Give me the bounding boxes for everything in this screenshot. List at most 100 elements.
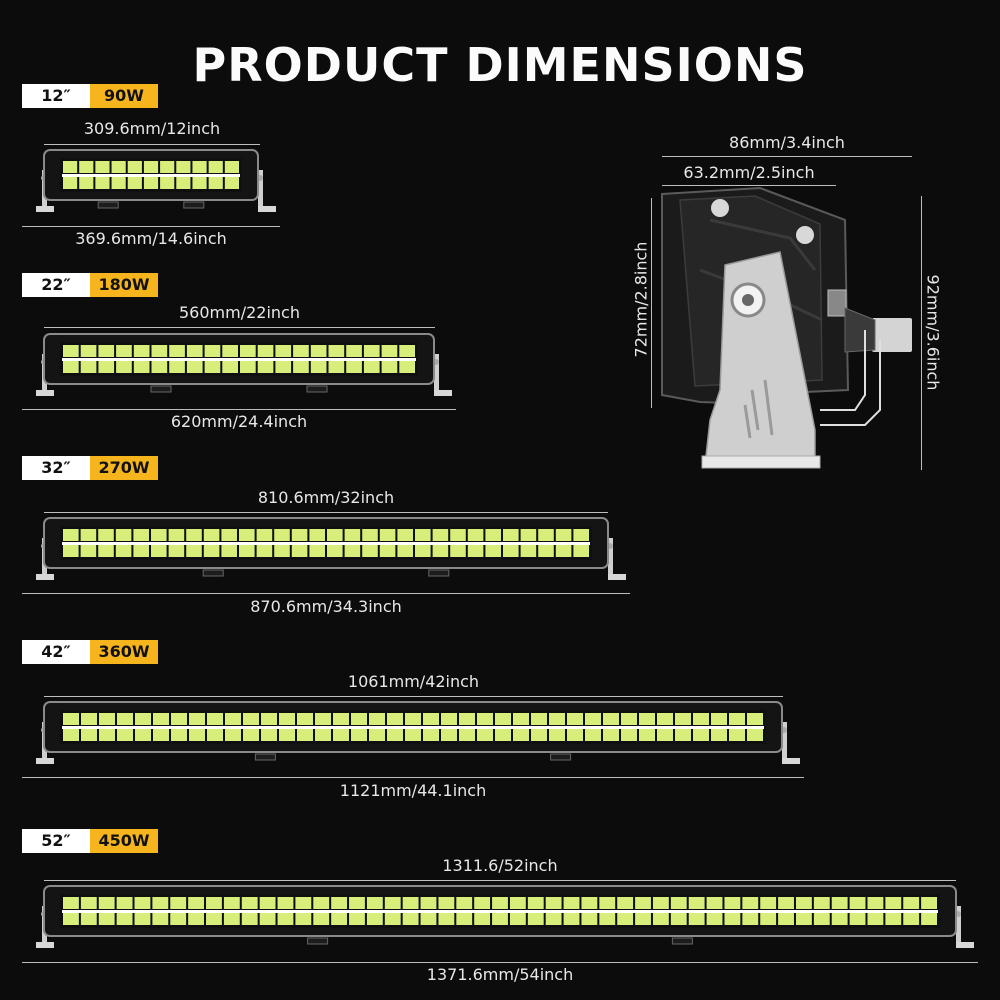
led-cell (545, 913, 562, 925)
mount-bracket (257, 170, 276, 212)
overall-width-label: 86mm/3.4inch (729, 133, 845, 152)
led-cell (563, 897, 580, 909)
outer-dimension-label: 620mm/24.4inch (170, 412, 308, 431)
led-cell (477, 729, 493, 741)
led-cell (747, 713, 763, 725)
led-cell (63, 713, 79, 725)
led-cell (221, 529, 237, 541)
led-cell (221, 545, 237, 557)
led-cell (313, 897, 330, 909)
led-cell (657, 713, 673, 725)
inner-dimension-label: 560mm/22inch (179, 303, 300, 322)
led-cell (729, 713, 745, 725)
led-cell (538, 545, 554, 557)
power-label: 90W (90, 84, 158, 108)
led-cell (456, 913, 473, 925)
led-cell (688, 897, 705, 909)
power-label: 270W (90, 456, 158, 480)
led-cell (652, 897, 669, 909)
led-cell (639, 729, 655, 741)
mount-foot (254, 753, 276, 761)
led-cell (724, 913, 741, 925)
led-cell (151, 345, 168, 357)
led-cell (456, 897, 473, 909)
led-cell (115, 529, 132, 541)
led-cell (366, 913, 383, 925)
led-cell (474, 913, 491, 925)
side-view-illustration (661, 186, 912, 469)
led-cell (867, 913, 884, 925)
led-cell (297, 729, 313, 741)
led-cell (169, 345, 185, 357)
led-cell (309, 529, 325, 541)
led-cell (831, 913, 848, 925)
led-cell (186, 545, 202, 557)
model-badge-22: 22″ 180W (22, 273, 158, 297)
led-cell (724, 897, 741, 909)
led-cell (492, 913, 508, 925)
led-cell (581, 913, 598, 925)
led-cell (885, 913, 902, 925)
model-badge-52: 52″ 450W (22, 829, 158, 853)
led-cell (438, 913, 455, 925)
led-cell (151, 545, 167, 557)
led-cell (315, 713, 331, 725)
led-cell (153, 729, 169, 741)
led-cell (747, 729, 763, 741)
led-cell (176, 161, 191, 173)
led-cell (657, 729, 673, 741)
led-cell (527, 913, 544, 925)
led-cell (98, 361, 115, 373)
led-cell (279, 729, 295, 741)
led-cell (111, 177, 126, 189)
led-cell (116, 345, 132, 357)
led-cell (203, 529, 220, 541)
led-cell (257, 345, 274, 357)
led-cell (204, 345, 221, 357)
led-cell (63, 913, 79, 925)
led-cell (711, 729, 727, 741)
led-cell (381, 361, 398, 373)
led-cell (415, 529, 431, 541)
led-cell (63, 161, 78, 173)
led-cell (186, 361, 203, 373)
inner-dimension-label: 309.6mm/12inch (83, 119, 221, 138)
led-cell (423, 713, 439, 725)
led-cell (188, 897, 205, 909)
outer-dimension-line (22, 226, 280, 227)
led-cell (420, 897, 437, 909)
power-label: 360W (90, 640, 158, 664)
led-cell (188, 913, 205, 925)
led-cell (315, 729, 331, 741)
led-cell (98, 345, 115, 357)
led-cell (63, 345, 79, 357)
size-label: 12″ (22, 84, 90, 108)
led-cell (186, 529, 202, 541)
led-cell (117, 729, 133, 741)
led-cell (225, 729, 241, 741)
led-cell (310, 361, 327, 373)
led-cell (207, 729, 223, 741)
led-cell (432, 529, 449, 541)
led-cell (549, 713, 565, 725)
mount-foot (428, 569, 450, 577)
drl-strip (62, 726, 764, 729)
mount-foot (307, 937, 329, 945)
led-cell (98, 897, 115, 909)
outer-dimension-label: 369.6mm/14.6inch (75, 229, 227, 248)
led-cell (208, 177, 223, 189)
led-cell (903, 897, 920, 909)
led-cell (63, 529, 79, 541)
led-cell (379, 529, 396, 541)
led-cell (134, 897, 151, 909)
led-cell (261, 713, 277, 725)
led-cell (603, 713, 619, 725)
led-cell (670, 897, 687, 909)
led-cell (635, 913, 651, 925)
led-cell (63, 545, 79, 557)
led-cell (127, 161, 142, 173)
led-cell (563, 913, 580, 925)
led-cell (467, 529, 484, 541)
led-cell (152, 897, 169, 909)
led-cell (513, 713, 529, 725)
